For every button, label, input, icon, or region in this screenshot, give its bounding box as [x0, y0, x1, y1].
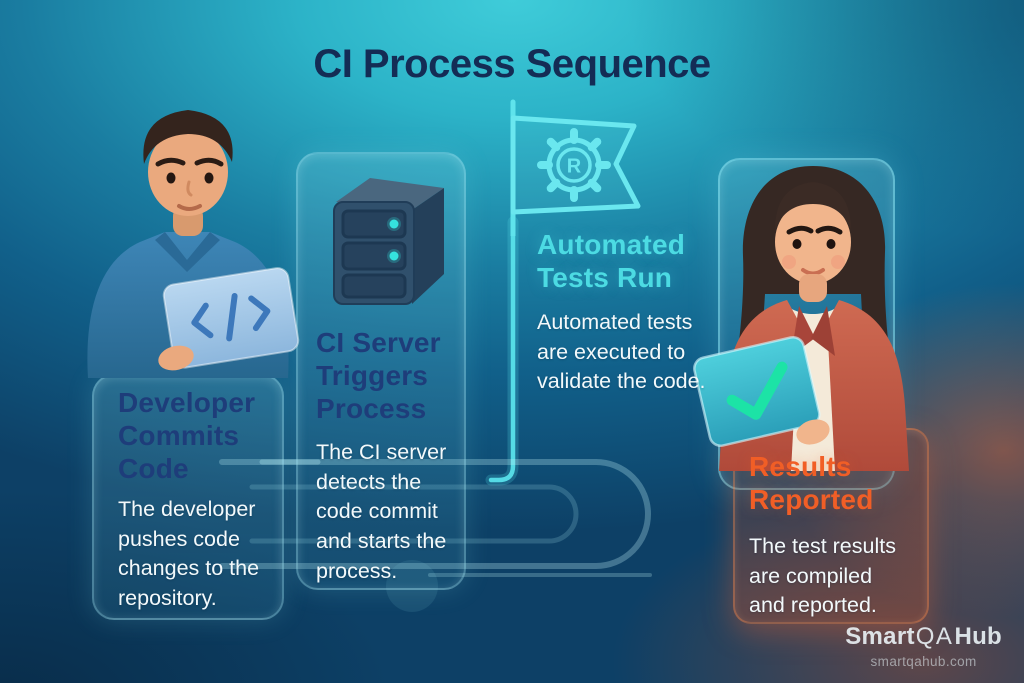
step-3-heading: Automated Tests Run — [537, 229, 686, 294]
brand-smart: Smart — [845, 623, 915, 650]
mouth — [177, 204, 202, 211]
step-2-body: The CI server detects the code commit an… — [316, 440, 447, 583]
eye-right — [204, 172, 214, 184]
hair — [143, 110, 233, 164]
page-title: CI Process Sequence — [313, 42, 711, 86]
brand-name: SmartQAHub — [845, 623, 1002, 651]
flag-shape — [510, 115, 641, 215]
gear — [537, 128, 611, 202]
step-2-heading: CI Server Triggers Process — [316, 327, 441, 425]
laptop — [162, 267, 300, 369]
hand — [158, 345, 194, 371]
eye-left — [166, 172, 176, 184]
brand-website: smartqahub.com — [870, 654, 977, 669]
step-4-body: The test results are compiled and report… — [749, 534, 896, 618]
eyebrow-right — [194, 157, 224, 167]
eyebrow-left — [155, 157, 186, 167]
brand-hub: Hub — [954, 623, 1002, 650]
code-icon — [191, 293, 271, 342]
shirt — [87, 232, 289, 378]
step-1-panel — [92, 374, 284, 620]
step-4-heading: Results Reported — [749, 451, 874, 516]
gear-badge-letter: R — [567, 156, 582, 178]
shirt-collar — [155, 232, 220, 272]
flag-gear-icon: R — [510, 99, 641, 236]
connector-glow — [485, 216, 519, 486]
brand-block: SmartQAHub smartqahub.com — [845, 623, 1002, 669]
face — [148, 128, 228, 216]
step-3-body: Automated tests are executed to validate… — [537, 310, 706, 394]
step-1-heading: Developer Commits Code — [118, 387, 256, 485]
nose — [186, 180, 193, 197]
connector-line — [488, 219, 516, 483]
step-1-body: The developer pushes code changes to the… — [118, 497, 260, 610]
brand-qa-logo: QA — [915, 623, 954, 650]
neck — [173, 206, 203, 236]
developer-illustration — [87, 110, 300, 378]
